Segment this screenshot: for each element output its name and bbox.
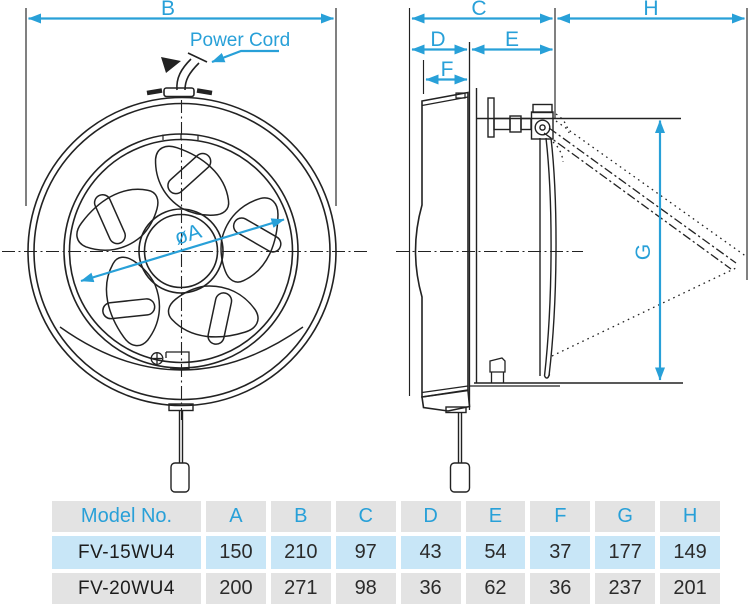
header-e: E — [465, 501, 526, 532]
value-cell: 149 — [660, 536, 720, 569]
cord-marker — [161, 57, 181, 73]
side-pull-handle — [449, 462, 471, 493]
dimension-drawing: B C H D E F G øA Power Cord — [2, 0, 748, 493]
dim-g-label: G — [632, 244, 655, 260]
power-cord-label: Power Cord — [190, 30, 290, 51]
value-cell: 177 — [595, 536, 656, 569]
value-cell: 98 — [335, 573, 396, 604]
value-cell: 201 — [660, 573, 720, 604]
value-cell: 271 — [270, 573, 331, 604]
value-cell: 37 — [530, 536, 591, 569]
power-cord-leader — [211, 49, 279, 64]
value-cell: 36 — [400, 573, 461, 604]
fan-outer-rim-inner — [33, 102, 331, 401]
header-f: F — [530, 501, 591, 532]
front-pull-handle — [170, 462, 190, 493]
extension-lines — [25, 8, 748, 396]
dim-d-label: D — [430, 28, 445, 51]
value-cell: 54 — [465, 536, 526, 569]
dim-a — [80, 218, 285, 283]
front-view — [2, 52, 368, 493]
ring-top-stop — [162, 134, 199, 140]
model-cell: FV-15WU4 — [52, 536, 201, 569]
louver-pivot-screw — [150, 351, 190, 370]
value-cell: 97 — [335, 536, 396, 569]
side-front-cover — [414, 91, 471, 412]
louver-shutter — [489, 137, 557, 383]
header-b: B — [270, 501, 331, 532]
value-cell: 43 — [400, 536, 461, 569]
header-model: Model No. — [52, 501, 201, 532]
dim-h-label: H — [643, 0, 658, 20]
dimensions-table: Model No. A B C D E F G H FV-15WU4 150 2… — [52, 501, 720, 604]
header-d: D — [400, 501, 461, 532]
header-c: C — [335, 501, 396, 532]
dim-e-label: E — [505, 28, 519, 51]
value-cell: 62 — [465, 573, 526, 604]
dim-c-label: C — [471, 0, 486, 20]
front-pull-cord — [168, 403, 194, 493]
value-cell: 36 — [530, 573, 591, 604]
power-cord — [161, 52, 208, 91]
model-cell: FV-20WU4 — [52, 573, 201, 604]
value-cell: 150 — [206, 536, 266, 569]
front-centerlines — [2, 100, 368, 420]
header-h: H — [660, 501, 720, 532]
louver-open-projection — [543, 113, 748, 357]
side-pull-cord — [445, 406, 471, 493]
header-a: A — [206, 501, 266, 532]
rim-bottom-seam — [59, 326, 304, 371]
value-cell: 200 — [206, 573, 266, 604]
value-cell: 210 — [270, 536, 331, 569]
motor-assembly — [487, 97, 554, 140]
dim-f-label: F — [441, 58, 454, 81]
fan-outer-rim — [27, 96, 337, 407]
cord-grommet — [146, 87, 213, 98]
header-g: G — [595, 501, 656, 532]
louver-foot — [489, 357, 506, 383]
value-cell: 237 — [595, 573, 656, 604]
dim-b-label: B — [161, 0, 175, 20]
side-view — [396, 42, 748, 493]
